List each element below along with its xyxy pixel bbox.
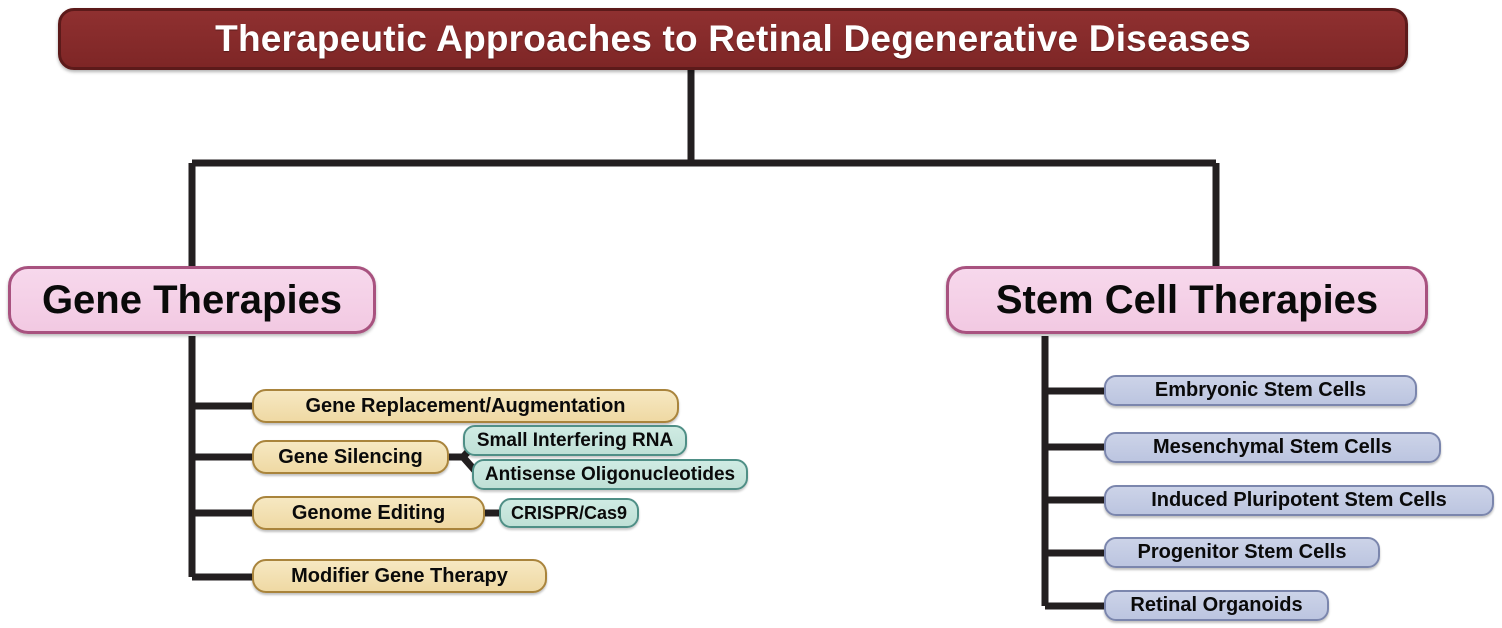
node-embryonic-stem-cells[interactable]: Embryonic Stem Cells [1104,375,1417,406]
node-small-interfering-rna[interactable]: Small Interfering RNA [463,425,687,456]
node-progenitor-stem-cells[interactable]: Progenitor Stem Cells [1104,537,1380,568]
node-mesenchymal-stem-cells[interactable]: Mesenchymal Stem Cells [1104,432,1441,463]
branch-node-stem-cell-therapies[interactable]: Stem Cell Therapies [946,266,1428,334]
node-retinal-organoids[interactable]: Retinal Organoids [1104,590,1329,621]
node-genome-editing[interactable]: Genome Editing [252,496,485,530]
node-modifier-gene-therapy[interactable]: Modifier Gene Therapy [252,559,547,593]
branch-node-gene-therapies[interactable]: Gene Therapies [8,266,376,334]
root-node-title[interactable]: Therapeutic Approaches to Retinal Degene… [58,8,1408,70]
node-induced-pluripotent-stem-cells[interactable]: Induced Pluripotent Stem Cells [1104,485,1494,516]
node-crispr-cas9[interactable]: CRISPR/Cas9 [499,498,639,528]
node-gene-replacement-augmentation[interactable]: Gene Replacement/Augmentation [252,389,679,423]
node-gene-silencing[interactable]: Gene Silencing [252,440,449,474]
node-antisense-oligonucleotides[interactable]: Antisense Oligonucleotides [472,459,748,490]
